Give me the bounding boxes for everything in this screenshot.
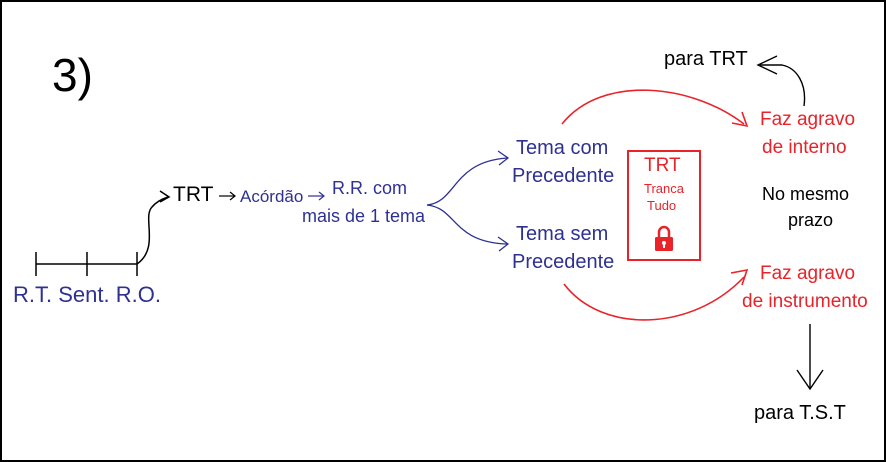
ro-to-trt-arrow: [136, 196, 169, 265]
trt-label: TRT: [173, 183, 214, 206]
acordao-label: Acórdão: [240, 187, 304, 206]
trt-box-line1: Tranca: [644, 181, 684, 196]
lock-icon: [655, 225, 673, 251]
trt-box-line2: Tudo: [647, 198, 677, 213]
agravo-interno-to-para-trt-arc: [760, 64, 806, 107]
rr-label-line1: R.R. com: [332, 178, 408, 198]
tema-com-line2: Precedente: [512, 165, 615, 187]
timeline-label: R.T. Sent. R.O.: [13, 282, 161, 307]
trt-to-acordao-arrowhead: [229, 191, 236, 201]
rr-label-line2: mais de 1 tema: [302, 206, 426, 226]
agravo-interno-line1: Faz agravo: [760, 109, 856, 130]
mesmo-prazo-line1: No mesmo: [762, 184, 850, 204]
agravo-interno-to-para-trt-arrowhead: [756, 55, 778, 75]
tema-sem-line2: Precedente: [512, 251, 615, 273]
tema-com-to-agravo-interno-arc: [561, 89, 745, 125]
tema-sem-line1: Tema sem: [516, 223, 609, 245]
tema-sem-to-agravo-instrumento-arc: [563, 276, 745, 321]
rr-to-tema-com-arrowhead: [497, 150, 510, 166]
rr-to-tema-com-branch: [426, 157, 508, 206]
agravo-instrumento-line1: Faz agravo: [760, 263, 856, 284]
agravo-interno-line2: de interno: [762, 137, 847, 158]
acordao-to-rr-arrowhead: [318, 191, 325, 201]
tema-com-to-agravo-interno-arrowhead: [731, 111, 749, 128]
agravo-instrumento-line2: de instrumento: [742, 291, 868, 312]
rr-to-tema-sem-branch: [426, 204, 508, 245]
step-number: 3): [52, 49, 93, 101]
trt-box-title: TRT: [644, 155, 681, 176]
rr-to-tema-sem-arrowhead: [497, 236, 510, 252]
agravo-instrumento-to-para-tst-arrowhead: [796, 369, 824, 391]
tema-com-line1: Tema com: [516, 137, 609, 159]
timeline: [35, 252, 138, 276]
mesmo-prazo-line2: prazo: [788, 210, 834, 230]
ro-to-trt-arrowhead: [159, 190, 171, 203]
tema-sem-to-agravo-instrumento-arrowhead: [730, 268, 749, 286]
para-tst-label: para T.S.T: [754, 402, 846, 424]
para-trt-label: para TRT: [664, 48, 748, 70]
trt-tranca-box: [627, 150, 701, 261]
